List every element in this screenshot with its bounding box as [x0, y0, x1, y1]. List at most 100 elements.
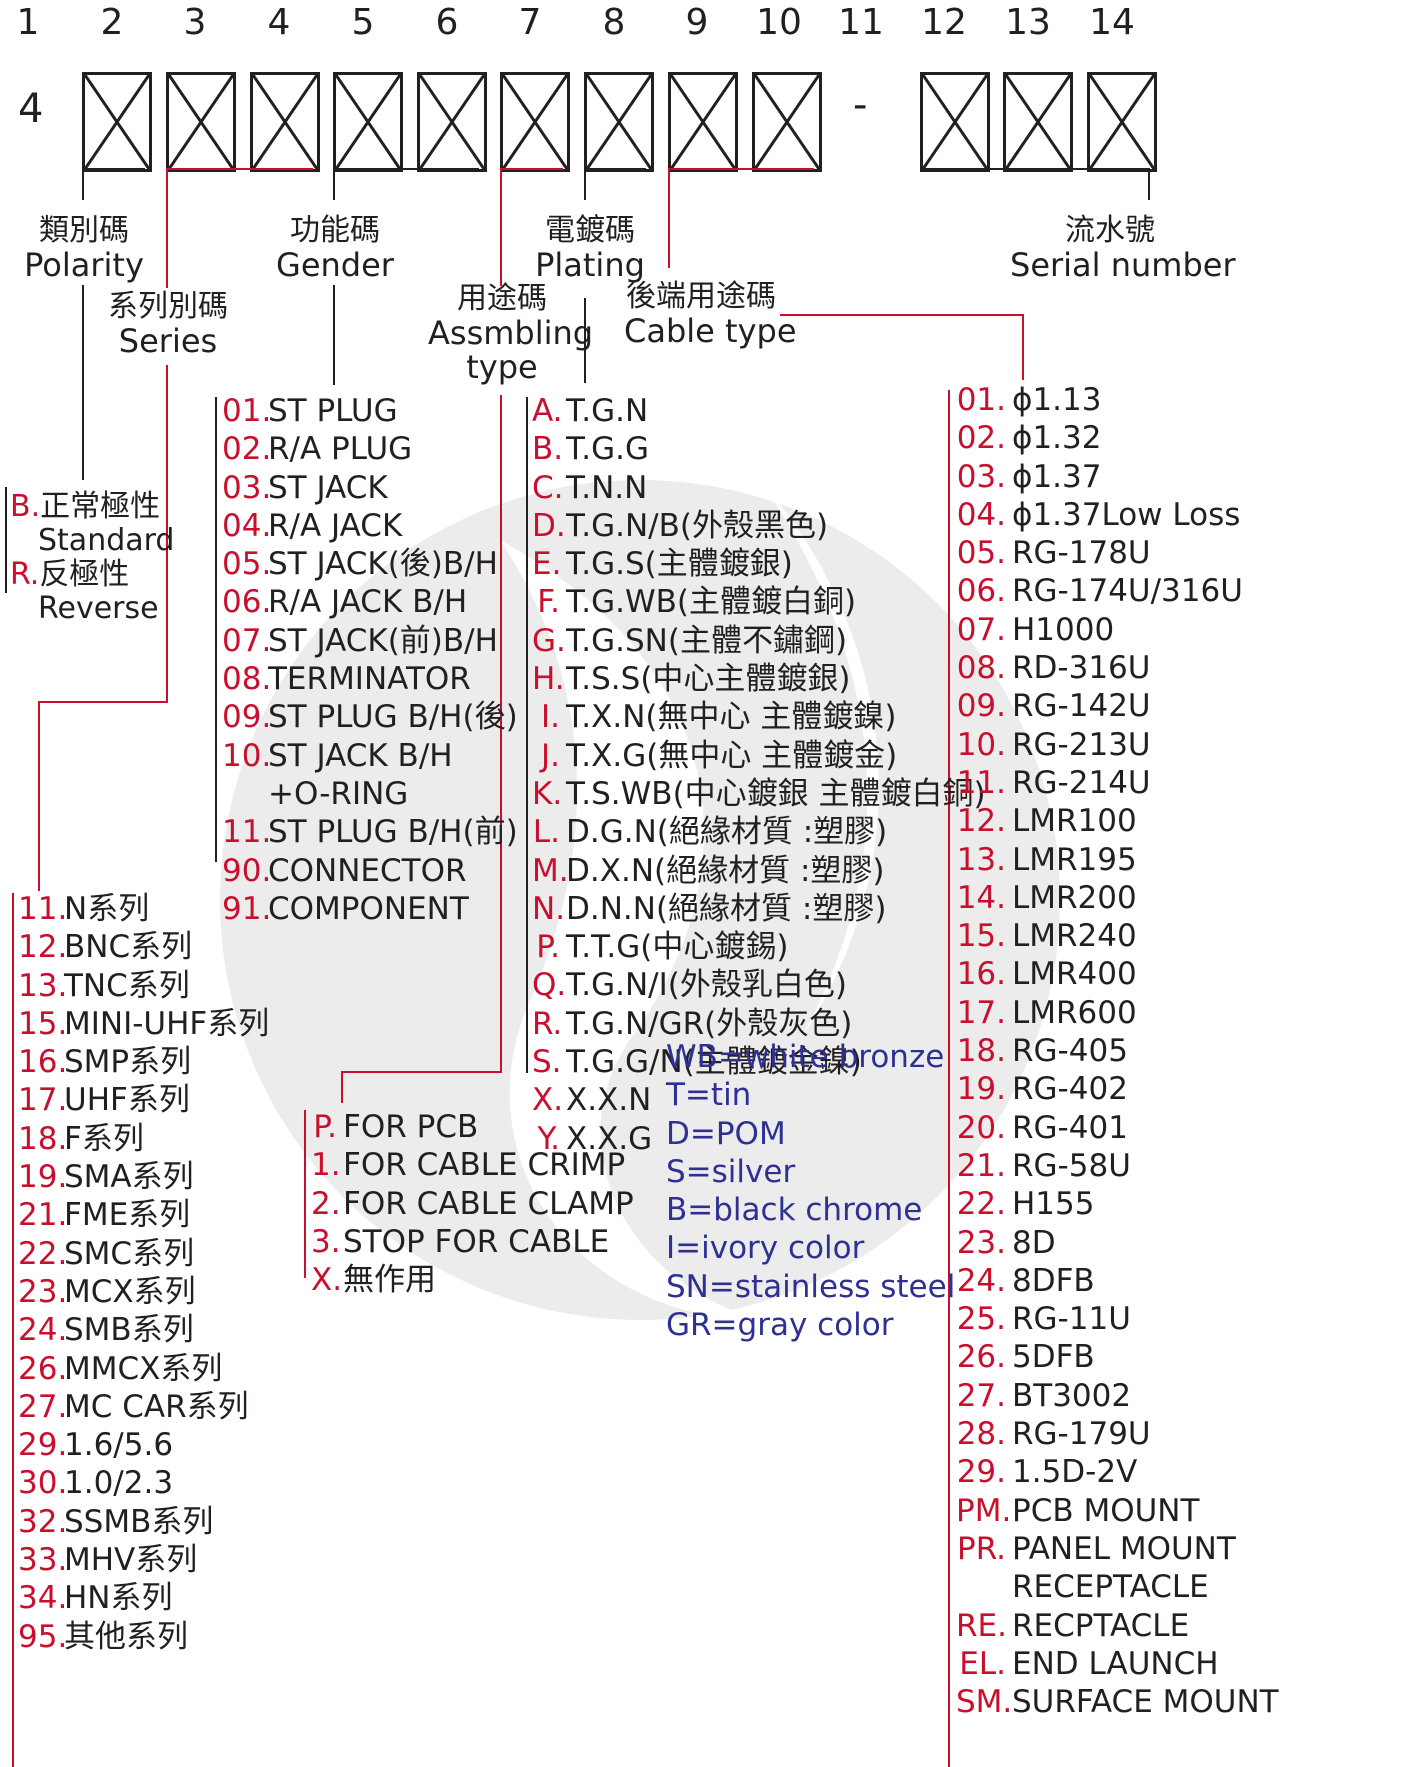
plating-item: F.T.G.WB(主體鍍白銅) — [532, 583, 986, 621]
series-item-code: 27. — [18, 1388, 68, 1425]
series-item-label: HN系列 — [64, 1580, 173, 1617]
cable-type-item: 29.1.5D-2V — [956, 1453, 1279, 1491]
header-serial: 流水號 Serial number — [1010, 214, 1236, 283]
plating-leader — [584, 298, 586, 383]
cable-leader-down — [1022, 314, 1024, 380]
serial-bracket — [920, 168, 1150, 170]
cable-type-item-label: ϕ1.37 — [1012, 458, 1102, 495]
watermark-logo-icon — [220, 480, 1060, 1320]
cable-type-item-label: RECPTACLE — [1012, 1607, 1190, 1644]
assembling-item: X.無作用 — [311, 1261, 634, 1299]
plating-item: I.T.X.N(無中心 主體鍍鎳) — [532, 698, 986, 736]
gender-item-label: COMPONENT — [268, 890, 469, 927]
cable-type-item-label: RG-214U — [1012, 764, 1151, 801]
cross-icon — [253, 75, 317, 169]
plating-item-code: A. — [532, 393, 563, 429]
cross-icon — [1006, 75, 1070, 169]
polarity-bracket — [82, 168, 145, 170]
series-item-label: SMC系列 — [64, 1235, 195, 1272]
gender-item: 04.R/A JACK — [222, 507, 518, 545]
series-item-label: SMP系列 — [64, 1044, 192, 1081]
cable-bracket — [668, 168, 814, 170]
plating-item-label: D.G.N(絕緣材質 :塑膠) — [566, 814, 888, 851]
cable-type-item-label: RD-316U — [1012, 650, 1151, 687]
assembling-leader-h — [341, 1071, 502, 1073]
series-item: 16.SMP系列 — [18, 1043, 269, 1081]
header-plating-en: Plating — [535, 246, 645, 284]
series-item-code: 30. — [18, 1465, 68, 1502]
plating-item: K.T.S.WB(中心鍍銀 主體鍍白銅) — [532, 775, 986, 813]
gender-item: 06.R/A JACK B/H — [222, 583, 518, 621]
cable-type-item-label: LMR200 — [1012, 879, 1137, 916]
series-item: 21.FME系列 — [18, 1196, 269, 1234]
gender-list-bar — [215, 397, 217, 862]
cross-icon — [1090, 75, 1154, 169]
cable-type-item-label: RG-179U — [1012, 1416, 1151, 1453]
plating-item-code: I. — [541, 699, 560, 736]
series-item-code: 19. — [18, 1159, 68, 1196]
code-box — [752, 72, 822, 172]
cable-type-item-label: RG-405 — [1012, 1033, 1128, 1070]
series-leader-h — [38, 701, 168, 703]
cable-type-item: 07.H1000 — [956, 611, 1279, 649]
gender-item-label: ST JACK(前)B/H — [268, 622, 498, 659]
assembling-leader-down — [341, 1071, 343, 1103]
position-number: 3 — [183, 2, 207, 43]
cross-icon — [755, 75, 819, 169]
plating-item: J.T.X.G(無中心 主體鍍金) — [532, 737, 986, 775]
cable-type-item: 18.RG-405 — [956, 1032, 1279, 1070]
cable-type-item-label: RG-174U/316U — [1012, 573, 1243, 610]
plating-item-label: X.X.N — [566, 1082, 652, 1119]
plating-item: R.T.G.N/GR(外殼灰色) — [532, 1005, 986, 1043]
series-item-label: TNC系列 — [64, 967, 190, 1004]
plating-item-label: T.G.WB(主體鍍白銅) — [566, 584, 857, 621]
cable-type-item-code: 24. — [956, 1262, 1006, 1299]
plating-item-code: N. — [532, 890, 566, 927]
assembling-item: 3.STOP FOR CABLE — [311, 1223, 634, 1261]
gender-item: 09.ST PLUG B/H(後) — [222, 698, 518, 736]
header-polarity-en: Polarity — [24, 246, 144, 284]
assembling-item-label: STOP FOR CABLE — [343, 1223, 610, 1260]
cable-type-item: 03.ϕ1.37 — [956, 458, 1279, 496]
assembling-item-label: FOR PCB — [343, 1109, 479, 1145]
cable-type-item-label: 1.5D-2V — [1012, 1454, 1138, 1491]
plating-item: E.T.G.S(主體鍍銀) — [532, 545, 986, 583]
cable-type-item: EL.END LAUNCH — [956, 1645, 1279, 1683]
code-box — [1003, 72, 1073, 172]
series-item-label: FME系列 — [64, 1197, 191, 1234]
series-item-label: N系列 — [64, 891, 150, 927]
cable-type-item-code: 05. — [956, 535, 1006, 572]
series-item: 32.SSMB系列 — [18, 1503, 269, 1541]
polarity-item: R.反極性 — [10, 558, 174, 592]
plating-item-label: T.G.S(主體鍍銀) — [566, 546, 793, 583]
cable-type-item-label: ϕ1.32 — [1012, 420, 1102, 457]
series-item-code: 22. — [18, 1235, 68, 1272]
gender-item: 91.COMPONENT — [222, 890, 518, 928]
cross-icon — [336, 75, 400, 169]
code-box — [417, 72, 487, 172]
polarity-cn: 反極性 — [39, 557, 130, 592]
cable-type-item-label: SURFACE MOUNT — [1012, 1684, 1279, 1721]
plating-item-label: D.N.N(絕緣材質 :塑膠) — [566, 890, 887, 927]
cable-type-item-label: LMR600 — [1012, 994, 1137, 1031]
assembling-leader — [500, 395, 502, 1072]
series-item: 95.其他系列 — [18, 1618, 269, 1656]
assembling-list-bar — [304, 1110, 306, 1278]
gender-bracket — [333, 168, 479, 170]
plating-item-code: M. — [532, 852, 569, 889]
gender-item-code: 09. — [222, 699, 272, 736]
cable-type-item: 13.LMR195 — [956, 841, 1279, 879]
gender-item-label: ST PLUG — [268, 393, 398, 429]
header-cable-type-cn: 後端用途碼 — [626, 279, 776, 314]
gender-item-label: +O-RING — [268, 775, 409, 812]
plating-note: T=tin — [666, 1077, 752, 1114]
series-item-label: F系列 — [64, 1120, 144, 1157]
plating-item-code: L. — [532, 814, 560, 851]
plating-item-code: H. — [532, 661, 565, 698]
cable-type-item: 02.ϕ1.32 — [956, 419, 1279, 457]
cable-type-item-code: 02. — [956, 420, 1006, 457]
cable-type-item-code: 19. — [956, 1071, 1006, 1108]
gender-item: 02.R/A PLUG — [222, 430, 518, 468]
